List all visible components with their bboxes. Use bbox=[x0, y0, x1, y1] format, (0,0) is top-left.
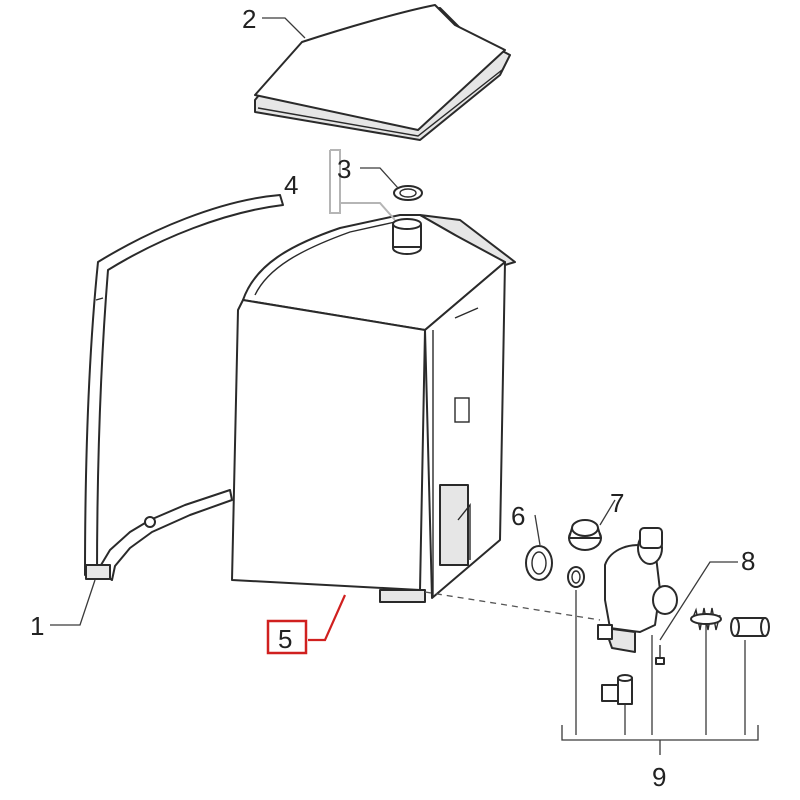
part-spring[interactable] bbox=[690, 607, 722, 631]
callout-8[interactable]: 8 bbox=[741, 546, 755, 576]
callout-5[interactable]: 5 bbox=[278, 624, 292, 654]
leader-6 bbox=[534, 514, 541, 546]
callout-7[interactable]: 7 bbox=[610, 488, 624, 518]
part-seal-top[interactable] bbox=[393, 185, 423, 201]
leader-5 bbox=[308, 594, 347, 642]
callout-2[interactable]: 2 bbox=[242, 4, 256, 34]
part-valve-body[interactable] bbox=[597, 527, 678, 653]
callout-1[interactable]: 1 bbox=[30, 611, 44, 641]
part-oring-large[interactable] bbox=[525, 545, 553, 581]
leader-3 bbox=[360, 167, 399, 189]
bracket-4 bbox=[329, 149, 341, 214]
callout-9[interactable]: 9 bbox=[652, 762, 666, 792]
leader-4-lower bbox=[340, 202, 396, 221]
callout-6[interactable]: 6 bbox=[511, 501, 525, 531]
leader-7 bbox=[599, 499, 616, 526]
part-plunger[interactable] bbox=[730, 617, 770, 637]
part-elbow[interactable] bbox=[601, 674, 633, 705]
part-oring-small[interactable] bbox=[567, 566, 585, 588]
part-screw[interactable] bbox=[655, 645, 665, 665]
part-lid[interactable] bbox=[254, 4, 511, 141]
leader-8 bbox=[659, 561, 738, 641]
leader-2 bbox=[262, 17, 306, 39]
part-side-panel[interactable] bbox=[84, 194, 284, 581]
alignment-line bbox=[424, 591, 601, 621]
leader-1 bbox=[50, 579, 96, 626]
part-cap[interactable] bbox=[568, 519, 602, 551]
part-tank[interactable] bbox=[231, 214, 516, 603]
callout-3[interactable]: 3 bbox=[337, 154, 351, 184]
highlight-box bbox=[266, 619, 308, 655]
bracket-9 bbox=[561, 725, 759, 741]
callout-4[interactable]: 4 bbox=[284, 170, 298, 200]
